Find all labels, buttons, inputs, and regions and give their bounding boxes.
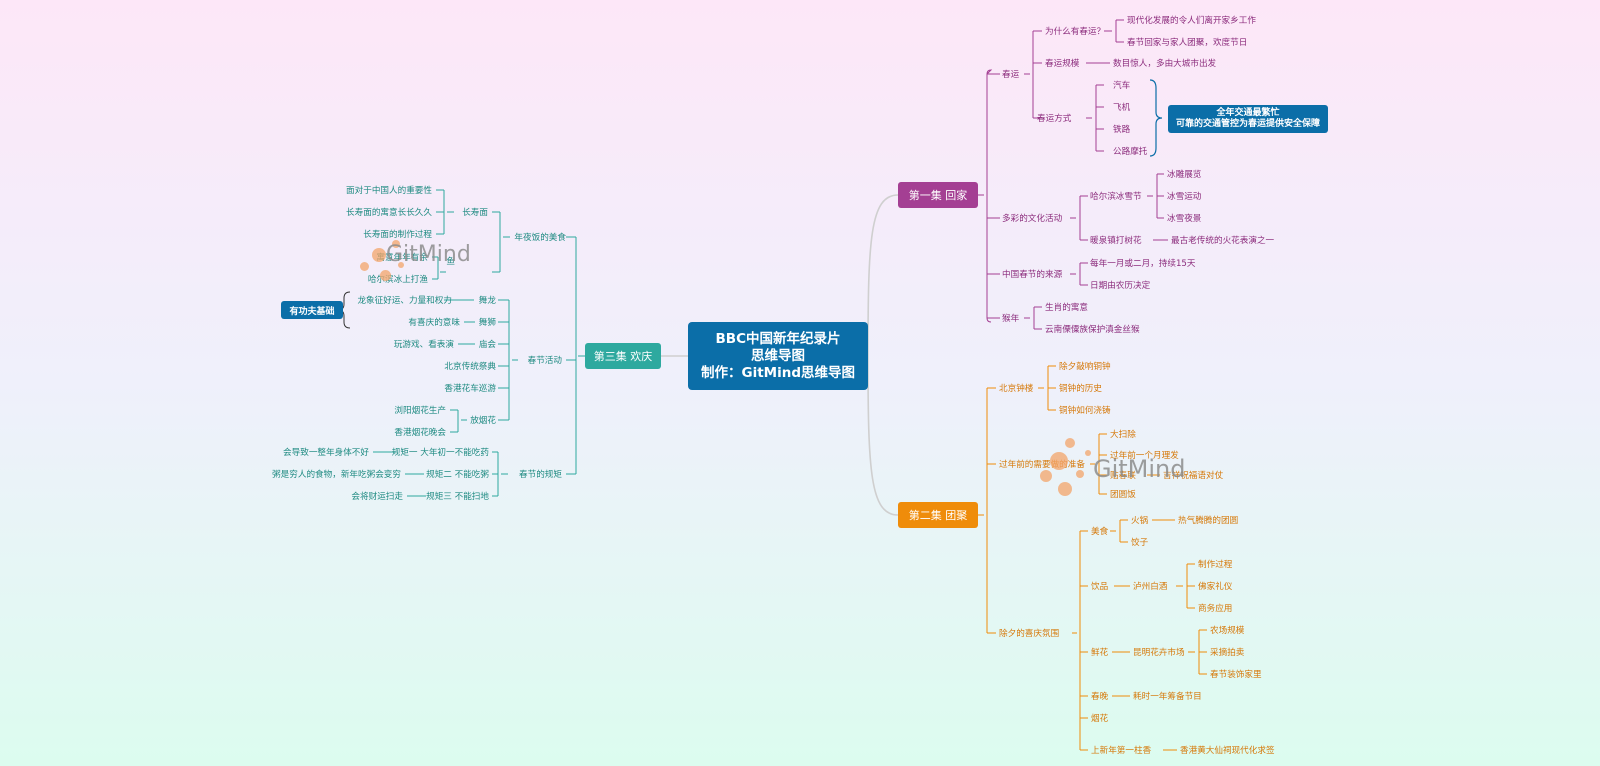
center-line3: 制作：GitMind思维导图 [701,364,855,381]
node-hkfloat[interactable]: 香港花车巡游 [444,382,496,394]
node-hotpot[interactable]: 火锅 [1131,515,1149,526]
node-origin-b[interactable]: 日期由农历决定 [1090,279,1151,291]
node-r3[interactable]: 规矩三 不能扫地 [426,490,489,502]
node-p3a[interactable]: 吉祥祝福语对仗 [1163,469,1224,481]
node-moto[interactable]: 公路摩托 [1113,145,1148,157]
node-km2[interactable]: 采摘拍卖 [1210,646,1245,658]
node-food[interactable]: 美食 [1091,525,1109,537]
node-rail[interactable]: 铁路 [1113,123,1131,135]
node-ice3[interactable]: 冰雪夜景 [1167,212,1202,224]
node-nuanquan[interactable]: 暖泉镇打树花 [1090,234,1142,246]
node-r1[interactable]: 规矩一 大年初一不能吃药 [392,446,490,458]
node-r2a[interactable]: 粥是穷人的食物，新年吃粥会变穷 [272,468,401,480]
node-scale[interactable]: 春运规模 [1045,57,1080,69]
node-bjfair[interactable]: 北京传统祭典 [444,360,496,372]
node-nd2[interactable]: 长寿面的寓意长长久久 [346,206,432,218]
node-luzhou[interactable]: 泸州白酒 [1133,580,1168,592]
node-r1a[interactable]: 会导致一整年身体不好 [283,446,369,458]
node-fish1[interactable]: 寓意年年有余 [376,251,428,263]
node-fw1[interactable]: 浏阳烟花生产 [394,404,446,416]
episode2-node[interactable]: 第二集 团聚 [898,502,978,528]
node-r2[interactable]: 规矩二 不能吃粥 [426,468,489,480]
node-fw[interactable]: 放烟花 [470,414,496,426]
node-why-b[interactable]: 春节回家与家人团聚，欢度节日 [1127,36,1247,48]
node-bj1[interactable]: 除夕敲响铜钟 [1059,360,1111,372]
node-gala[interactable]: 春晚 [1091,690,1109,702]
node-origin-a[interactable]: 每年一月或二月，持续15天 [1090,257,1196,269]
node-dragon-a[interactable]: 龙象征好运、力量和权力 [357,294,452,306]
node-drink[interactable]: 饮品 [1091,580,1108,592]
node-ice1[interactable]: 冰雕展览 [1167,168,1202,180]
node-hotpot-a[interactable]: 热气腾腾的团圆 [1178,514,1238,526]
node-incense[interactable]: 上新年第一柱香 [1091,744,1152,756]
node-dinner[interactable]: 年夜饭的美食 [514,231,566,243]
node-rules[interactable]: 春节的规矩 [519,468,562,480]
node-firework[interactable]: 烟花 [1091,712,1109,724]
node-km1[interactable]: 农场规模 [1210,624,1245,636]
brace-ep1 [1149,79,1163,157]
node-nd1[interactable]: 面对于中国人的重要性 [346,184,432,196]
node-lz3[interactable]: 商务应用 [1198,602,1232,614]
node-plane[interactable]: 飞机 [1113,101,1131,113]
node-bj3[interactable]: 铜钟如何浇铸 [1059,404,1111,416]
node-fish2[interactable]: 哈尔滨冰上打渔 [368,273,429,285]
summary-note-kungfu[interactable]: 有功夫基础 [281,301,343,319]
node-p1[interactable]: 大扫除 [1110,428,1136,440]
node-monkey-a[interactable]: 生肖的寓意 [1045,301,1088,313]
node-lion[interactable]: 舞狮 [479,317,497,328]
node-dumpling[interactable]: 饺子 [1131,536,1149,548]
node-r3a[interactable]: 会将财运扫走 [351,490,403,502]
node-p4[interactable]: 团圆饭 [1110,488,1136,500]
node-flower[interactable]: 鲜花 [1091,646,1109,658]
summary-note-line1: 全年交通最繁忙 [1216,108,1280,118]
node-fw2[interactable]: 香港烟花晚会 [394,426,446,438]
node-fish[interactable]: 鱼 [446,255,455,267]
node-km3[interactable]: 春节装饰家里 [1210,668,1262,680]
node-why[interactable]: 为什么有春运？ [1045,25,1105,37]
node-incense-a[interactable]: 香港黄大仙祠现代化求签 [1180,744,1275,756]
node-beijing[interactable]: 北京钟楼 [999,382,1034,394]
center-line1: BBC中国新年纪录片 [715,330,841,347]
summary-note-line2: 可靠的交通管控为春运提供安全保障 [1175,119,1320,129]
node-fair[interactable]: 庙会 [479,338,497,350]
node-lz1[interactable]: 制作过程 [1198,558,1233,570]
node-kunming[interactable]: 昆明花卉市场 [1133,646,1185,658]
node-monkey-b[interactable]: 云南傈僳族保护滇金丝猴 [1045,323,1140,335]
link-center-ep1 [867,194,899,357]
watermark-text-left: GitMind [386,242,471,267]
center-topic[interactable]: BBC中国新年纪录片 思维导图 制作：GitMind思维导图 [688,322,868,390]
node-nd3[interactable]: 长寿面的制作过程 [363,228,432,240]
node-p2[interactable]: 过年前一个月理发 [1110,449,1179,461]
node-car[interactable]: 汽车 [1113,79,1131,91]
node-chunyun[interactable]: 春运 [1002,68,1020,80]
node-eve[interactable]: 除夕的喜庆氛围 [999,627,1059,639]
node-ice2[interactable]: 冰雪运动 [1167,190,1202,202]
node-nuanquan-a[interactable]: 最古老传统的火花表演之一 [1171,234,1275,246]
watermark-text-right: GitMind [1093,455,1186,483]
center-line2: 思维导图 [751,347,805,364]
episode1-node[interactable]: 第一集 回家 [898,182,978,208]
node-mode[interactable]: 春运方式 [1037,112,1072,124]
node-culture[interactable]: 多彩的文化活动 [1002,212,1063,224]
node-bj2[interactable]: 铜钟的历史 [1059,382,1102,394]
episode3-node[interactable]: 第三集 欢庆 [585,343,661,369]
node-prep[interactable]: 过年前的需要做的准备 [999,458,1085,470]
node-lion-a[interactable]: 有喜庆的意味 [408,316,460,328]
node-scale-a[interactable]: 数目惊人，多由大城市出发 [1113,57,1217,69]
link-center-ep2 [867,355,899,516]
node-why-a[interactable]: 现代化发展的令人们离开家乡工作 [1127,14,1256,26]
node-dragon[interactable]: 舞龙 [479,294,497,306]
node-noodle[interactable]: 长寿面 [462,206,488,218]
node-p3[interactable]: 贴春联 [1110,469,1136,481]
node-monkey[interactable]: 猴年 [1002,312,1020,324]
node-act[interactable]: 春节活动 [528,354,563,366]
node-origin[interactable]: 中国春节的来源 [1002,268,1063,280]
node-gala-a[interactable]: 耗时一年筹备节目 [1133,690,1202,702]
summary-note-traffic[interactable]: 全年交通最繁忙 可靠的交通管控为春运提供安全保障 [1168,105,1328,133]
node-lz2[interactable]: 佛家礼仪 [1198,580,1233,592]
node-fair-a[interactable]: 玩游戏、看表演 [394,338,455,350]
node-harbin[interactable]: 哈尔滨冰雪节 [1090,190,1142,202]
